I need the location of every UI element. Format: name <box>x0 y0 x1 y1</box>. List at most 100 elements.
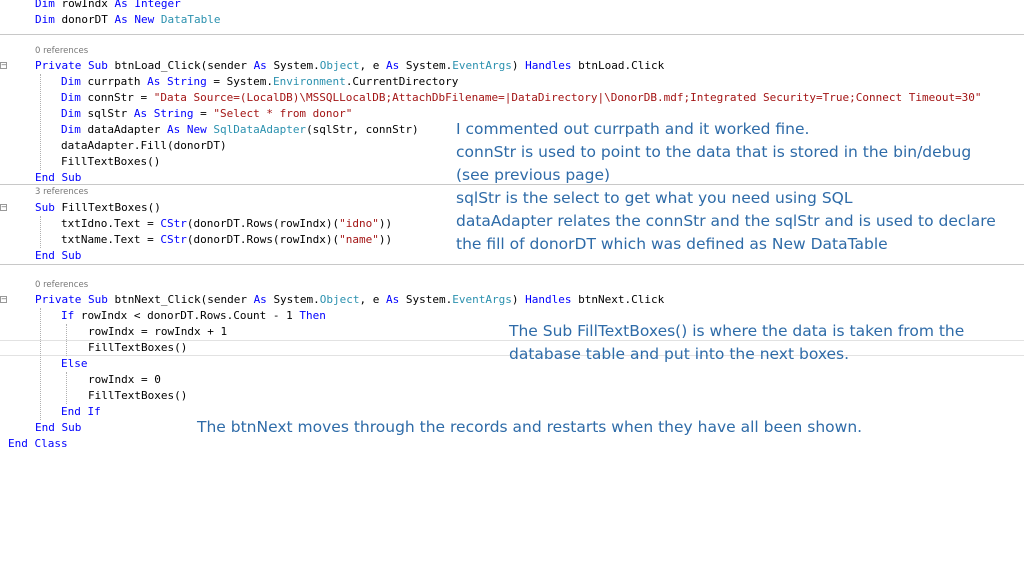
code-token: FillTextBoxes() <box>88 389 188 402</box>
annotation-line: I commented out currpath and it worked f… <box>456 120 810 138</box>
annotation-line: The btnNext moves through the records an… <box>197 418 863 436</box>
code-token: btnLoad.Click <box>578 59 665 72</box>
annotation-line: connStr is used to point to the data tha… <box>456 143 972 161</box>
indent-guide <box>40 216 41 248</box>
code-token: System. <box>405 293 453 306</box>
code-token: As <box>114 0 135 10</box>
code-line[interactable]: End If <box>61 404 101 420</box>
annotation-line: (see previous page) <box>456 166 611 184</box>
code-token: Private Sub <box>35 59 115 72</box>
annotation-line: sqlStr is the select to get what you nee… <box>456 189 853 207</box>
annotation-note: The Sub FillTextBoxes() is where the dat… <box>509 320 964 366</box>
code-token: txtIdno.Text = <box>61 217 161 230</box>
code-token: Then <box>299 309 326 322</box>
code-token: dataAdapter <box>87 123 167 136</box>
code-token: Dim <box>35 0 62 10</box>
code-token: connStr = <box>87 91 154 104</box>
code-line[interactable]: If rowIndx < donorDT.Rows.Count - 1 Then <box>61 308 326 324</box>
code-token: CStr <box>160 233 187 246</box>
code-token: Handles <box>525 59 579 72</box>
code-token: EventArgs <box>452 293 512 306</box>
code-token: dataAdapter.Fill(donorDT) <box>61 139 227 152</box>
code-line[interactable]: End Sub <box>35 170 81 186</box>
annotation-line: dataAdapter relates the connStr and the … <box>456 212 996 230</box>
code-token: (sqlStr, connStr) <box>306 123 419 136</box>
code-token: Sub <box>35 201 62 214</box>
indent-guide <box>66 372 67 404</box>
code-token: Object <box>319 59 360 72</box>
code-line[interactable]: Dim sqlStr As String = "Select * from do… <box>61 106 352 122</box>
code-line[interactable]: txtName.Text = CStr(donorDT.Rows(rowIndx… <box>61 232 392 248</box>
code-token: FillTextBoxes() <box>88 341 188 354</box>
code-line[interactable]: End Class <box>8 436 68 452</box>
code-token: "name" <box>339 233 379 246</box>
code-token: End If <box>61 405 101 418</box>
code-token: FillTextBoxes() <box>61 201 161 214</box>
code-token: Dim <box>61 107 88 120</box>
code-line[interactable]: Sub FillTextBoxes() <box>35 200 161 216</box>
collapse-icon[interactable]: − <box>0 295 7 303</box>
annotation-line: the fill of donorDT which was defined as… <box>456 235 888 253</box>
code-line[interactable]: End Sub <box>35 420 81 436</box>
collapse-icon[interactable]: − <box>0 61 7 69</box>
code-token: rowIndx = rowIndx + 1 <box>88 325 228 338</box>
code-line[interactable]: Dim dataAdapter As New SqlDataAdapter(sq… <box>61 122 419 138</box>
code-token: End Sub <box>35 171 82 184</box>
code-token: System. <box>273 293 320 306</box>
code-token: SqlDataAdapter <box>213 123 307 136</box>
code-token: Else <box>61 357 88 370</box>
code-line[interactable]: Dim donorDT As New DataTable <box>35 12 220 28</box>
code-token: Object <box>319 293 360 306</box>
code-token: sqlStr <box>87 107 134 120</box>
code-token: If <box>61 309 81 322</box>
code-line[interactable]: FillTextBoxes() <box>61 154 160 170</box>
code-token: Dim <box>35 13 62 26</box>
code-token: Environment <box>272 75 346 88</box>
code-line[interactable]: Private Sub btnLoad_Click(sender As Syst… <box>35 58 664 74</box>
code-line[interactable]: End Sub <box>35 248 81 264</box>
code-token: = System. <box>213 75 273 88</box>
annotation-line: database table and put into the next box… <box>509 345 850 363</box>
reference-count-link[interactable]: 3 references <box>35 187 89 197</box>
annotation-line: The Sub FillTextBoxes() is where the dat… <box>509 322 965 340</box>
indent-guide <box>40 74 41 170</box>
code-line[interactable]: Dim rowIndx As Integer <box>35 0 181 12</box>
code-line[interactable]: dataAdapter.Fill(donorDT) <box>61 138 227 154</box>
code-token: btnNext.Click <box>578 293 665 306</box>
reference-count-link[interactable]: 0 references <box>35 280 89 290</box>
code-line[interactable]: rowIndx = 0 <box>88 372 161 388</box>
indent-guide <box>40 308 41 420</box>
code-token: )) <box>378 217 393 230</box>
code-token: Dim <box>61 123 88 136</box>
code-line[interactable]: Private Sub btnNext_Click(sender As Syst… <box>35 292 664 308</box>
code-line[interactable]: rowIndx = rowIndx + 1 <box>88 324 227 340</box>
code-token: FillTextBoxes() <box>61 155 161 168</box>
code-token: "idno" <box>339 217 379 230</box>
code-token: donorDT <box>61 13 115 26</box>
code-line[interactable]: Dim connStr = "Data Source=(LocalDB)\MSS… <box>61 90 982 106</box>
code-line[interactable]: txtIdno.Text = CStr(donorDT.Rows(rowIndx… <box>61 216 392 232</box>
code-line[interactable]: Else <box>61 356 88 372</box>
code-token: Dim <box>61 75 88 88</box>
code-token: "Data Source=(LocalDB)\MSSQLLocalDB;Atta… <box>153 91 982 104</box>
collapse-icon[interactable]: − <box>0 203 7 211</box>
code-token: As <box>386 59 406 72</box>
code-token: Private Sub <box>35 293 115 306</box>
code-token: As New <box>166 123 214 136</box>
code-token: Dim <box>61 91 88 104</box>
code-line[interactable]: FillTextBoxes() <box>88 388 187 404</box>
code-token: (donorDT.Rows(rowIndx)( <box>186 217 340 230</box>
code-token: Integer <box>134 0 181 10</box>
code-token: (donorDT.Rows(rowIndx)( <box>186 233 340 246</box>
reference-count-link[interactable]: 0 references <box>35 46 89 56</box>
code-token: DataTable <box>160 13 221 26</box>
code-token: rowIndx = 0 <box>88 373 161 386</box>
code-token: As <box>386 293 406 306</box>
code-line[interactable]: Dim currpath As String = System.Environm… <box>61 74 458 90</box>
code-token: End Sub <box>35 249 82 262</box>
code-token: System. <box>273 59 320 72</box>
code-token: )) <box>378 233 393 246</box>
code-token: rowIndx <box>61 0 115 10</box>
code-token: = <box>200 107 214 120</box>
code-line[interactable]: FillTextBoxes() <box>88 340 187 356</box>
